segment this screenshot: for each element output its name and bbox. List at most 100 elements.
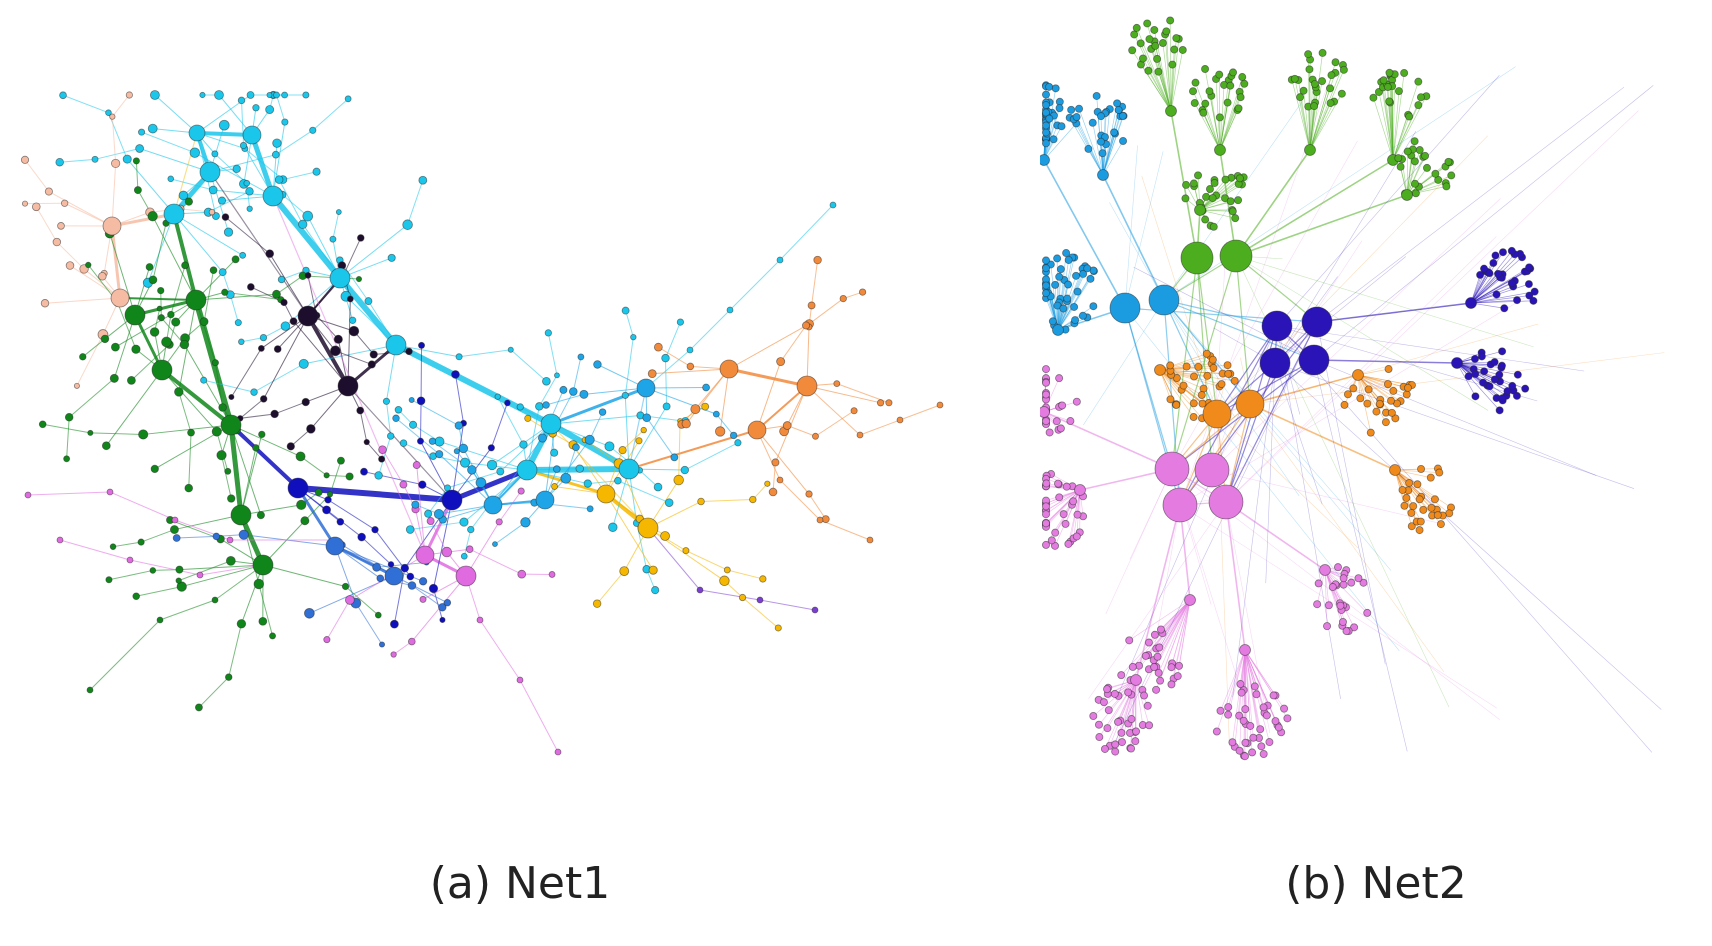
network-edge — [1309, 102, 1331, 151]
network-edge — [1249, 374, 1359, 405]
network-node — [223, 227, 234, 237]
network-edge — [1357, 374, 1401, 402]
network-node — [1073, 510, 1082, 519]
network-node — [1525, 263, 1534, 272]
network-node — [109, 373, 119, 383]
network-node — [568, 387, 578, 396]
network-edge — [780, 324, 807, 363]
network-node — [1132, 727, 1141, 736]
network-node — [301, 397, 310, 407]
network-node — [1198, 399, 1207, 408]
network-edge — [147, 213, 175, 284]
network-node — [833, 380, 841, 388]
network-node — [1240, 752, 1249, 761]
network-node — [1226, 197, 1235, 206]
network-edge — [544, 439, 591, 501]
network-node — [1215, 70, 1224, 79]
network-node — [225, 673, 233, 681]
network-edge — [114, 299, 197, 348]
network-node — [1092, 91, 1101, 100]
network-node — [239, 141, 248, 150]
network-edge — [1170, 64, 1173, 112]
network-node — [124, 304, 146, 326]
network-node — [1042, 540, 1050, 549]
network-node — [111, 158, 121, 169]
network-node — [1347, 578, 1356, 587]
network-edge — [624, 394, 630, 470]
network-node — [1088, 118, 1097, 127]
network-node — [1051, 528, 1060, 537]
network-edge — [178, 560, 232, 582]
network-node — [269, 632, 277, 640]
network-node — [1431, 169, 1440, 178]
network-node — [676, 318, 685, 326]
network-node — [577, 353, 585, 361]
network-node — [1324, 601, 1333, 610]
network-node — [1498, 394, 1507, 403]
network-node — [105, 109, 112, 116]
network-node — [345, 595, 355, 605]
network-edge — [1232, 362, 1276, 698]
network-edge — [1159, 369, 1194, 418]
network-node — [719, 359, 739, 379]
network-node — [252, 554, 274, 576]
network-edge — [1274, 362, 1662, 710]
network-node — [1369, 93, 1378, 102]
network-edge — [806, 385, 882, 404]
network-node — [149, 567, 157, 574]
network-node — [636, 378, 656, 398]
net1-network-graph — [20, 90, 944, 756]
network-node — [1170, 45, 1179, 54]
network-edge — [312, 98, 349, 131]
network-edge — [173, 132, 198, 215]
network-node — [524, 414, 532, 422]
network-node — [1235, 711, 1244, 720]
network-node — [1113, 99, 1122, 108]
network-edge — [1158, 71, 1172, 112]
network-node — [1048, 317, 1057, 326]
network-node — [776, 256, 784, 264]
network-node — [661, 353, 670, 363]
network-node — [1074, 484, 1086, 496]
network-edge — [1470, 256, 1523, 304]
network-edge — [490, 402, 508, 449]
network-edge — [1110, 321, 1318, 751]
network-edge — [1470, 251, 1504, 304]
network-edge — [1054, 489, 1081, 534]
network-edge — [806, 385, 861, 436]
network-edge — [1199, 177, 1241, 211]
network-node — [1148, 284, 1180, 316]
network-edge — [76, 334, 104, 387]
network-edge — [152, 222, 167, 281]
network-node — [1117, 728, 1126, 737]
network-node — [542, 401, 550, 409]
network-edge — [1219, 85, 1231, 151]
network-node — [187, 428, 195, 437]
network-node — [406, 572, 415, 581]
network-node — [167, 310, 175, 319]
network-node — [200, 376, 208, 384]
network-edge — [337, 275, 399, 348]
network-node — [1201, 215, 1210, 224]
network-edge — [111, 94, 130, 118]
network-node — [1055, 104, 1064, 113]
network-edge — [1210, 95, 1221, 151]
network-node — [1521, 384, 1530, 393]
network-node — [367, 360, 376, 369]
network-node — [1191, 78, 1200, 87]
network-edge — [1324, 569, 1355, 628]
network-node — [1259, 703, 1268, 712]
network-edge — [228, 422, 244, 518]
network-edge — [1216, 413, 1359, 549]
network-edge — [1102, 115, 1124, 176]
network-edge — [1178, 599, 1191, 667]
network-node — [1056, 265, 1065, 274]
network-node — [621, 391, 629, 399]
network-node — [178, 190, 189, 201]
network-node — [1096, 112, 1105, 121]
network-edge — [1163, 299, 1235, 418]
network-edge — [178, 564, 264, 571]
network-node — [237, 96, 246, 105]
network-node — [682, 547, 690, 555]
network-node — [653, 482, 663, 492]
